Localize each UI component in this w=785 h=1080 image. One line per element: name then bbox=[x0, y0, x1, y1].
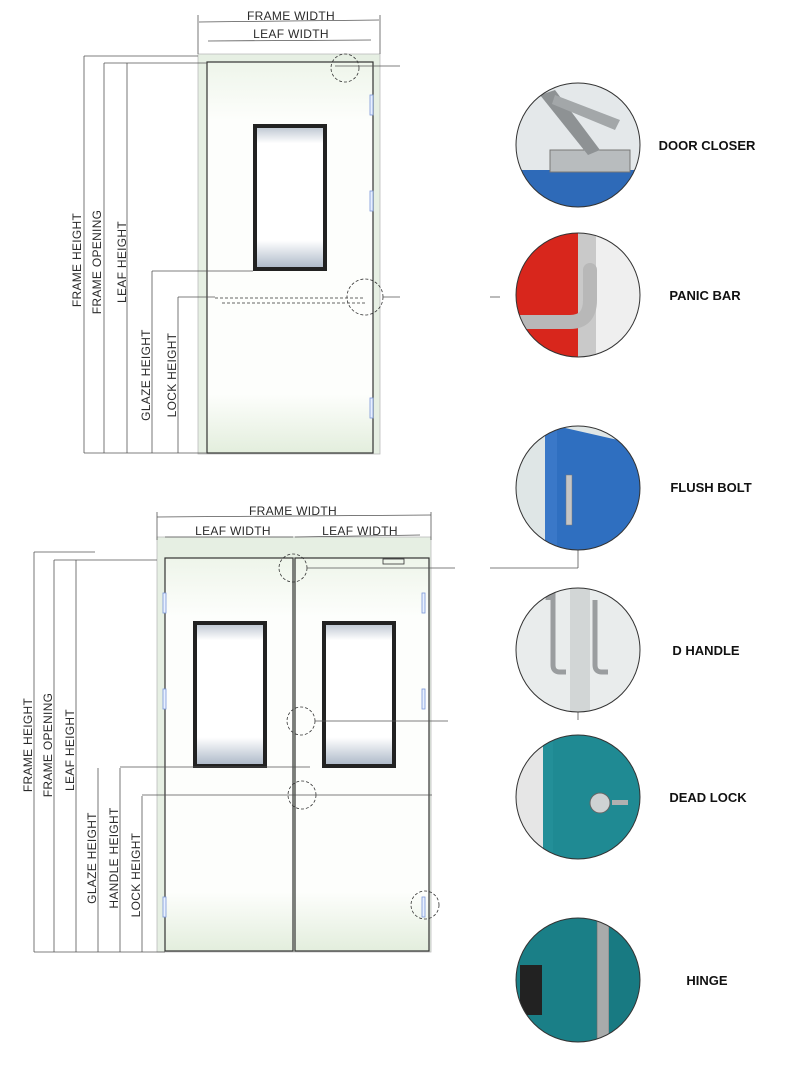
hinge-mark bbox=[369, 94, 374, 116]
door-closer-label: DOOR CLOSER bbox=[659, 138, 756, 153]
hinge-callout-circle bbox=[410, 890, 440, 920]
hardware-door-closer: DOOR CLOSER bbox=[515, 82, 756, 208]
hinge-icon bbox=[516, 918, 640, 1042]
double-frame-opening-label: FRAME OPENING bbox=[41, 693, 55, 798]
hardware-d-handle: D HANDLE bbox=[515, 587, 740, 713]
flush-bolt-icon bbox=[516, 426, 640, 550]
double-frame-width-label: FRAME WIDTH bbox=[249, 504, 337, 518]
double-leaf-width-right-label: LEAF WIDTH bbox=[322, 524, 398, 538]
hardware-dead-lock: DEAD LOCK bbox=[515, 734, 747, 860]
hinge-mark bbox=[162, 896, 167, 918]
single-frame-width-label: FRAME WIDTH bbox=[247, 9, 335, 23]
single-glaze-height-label: GLAZE HEIGHT bbox=[139, 329, 153, 421]
single-door-drawing: FRAME WIDTH LEAF WIDTH FRAME HEIGHT FRAM… bbox=[70, 9, 500, 455]
hinge-mark bbox=[421, 688, 426, 710]
hardware-flush-bolt: FLUSH BOLT bbox=[515, 425, 752, 551]
hinge-mark bbox=[162, 592, 167, 614]
dead-lock-icon bbox=[516, 735, 640, 859]
flush-bolt-label: FLUSH BOLT bbox=[670, 480, 751, 495]
double-door-drawing: FRAME WIDTH LEAF WIDTH LEAF WIDTH FRAME … bbox=[21, 504, 579, 953]
hinge-mark bbox=[369, 397, 374, 419]
closer-callout-circle bbox=[330, 53, 360, 83]
double-handle-height-label: HANDLE HEIGHT bbox=[107, 807, 121, 909]
panic-bar-label: PANIC BAR bbox=[669, 288, 741, 303]
hinge-mark bbox=[421, 896, 426, 918]
hardware-panic-bar: PANIC BAR bbox=[515, 232, 741, 358]
double-leaf-width-left-label: LEAF WIDTH bbox=[195, 524, 271, 538]
hinge-mark bbox=[421, 592, 426, 614]
d-handle-label: D HANDLE bbox=[672, 643, 739, 658]
hinge-label: HINGE bbox=[686, 973, 728, 988]
hinge-mark bbox=[162, 688, 167, 710]
single-frame-opening-label: FRAME OPENING bbox=[90, 210, 104, 315]
hinge-mark bbox=[369, 190, 374, 212]
double-door-right-vision-panel bbox=[322, 621, 396, 768]
double-frame-height-label: FRAME HEIGHT bbox=[21, 698, 35, 793]
double-leaf-height-label: LEAF HEIGHT bbox=[63, 709, 77, 791]
double-lock-height-label: LOCK HEIGHT bbox=[129, 832, 143, 917]
dead-lock-label: DEAD LOCK bbox=[669, 790, 747, 805]
door-closer-icon bbox=[516, 83, 640, 207]
double-door-left-vision-panel bbox=[193, 621, 267, 768]
single-leaf-height-label: LEAF HEIGHT bbox=[115, 221, 129, 303]
hardware-hinge: HINGE bbox=[515, 917, 728, 1043]
single-lock-height-label: LOCK HEIGHT bbox=[165, 332, 179, 417]
d-handle-icon bbox=[516, 588, 640, 712]
panic-bar-icon bbox=[516, 233, 640, 357]
double-glaze-height-label: GLAZE HEIGHT bbox=[85, 812, 99, 904]
single-door-vision-panel bbox=[253, 124, 327, 271]
single-leaf-width-label: LEAF WIDTH bbox=[253, 27, 329, 41]
single-frame-height-label: FRAME HEIGHT bbox=[70, 213, 84, 308]
